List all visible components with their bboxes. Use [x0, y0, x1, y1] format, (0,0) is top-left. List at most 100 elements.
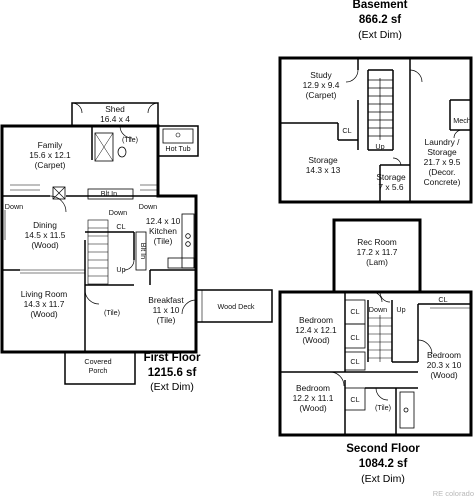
living-name: Living Room: [21, 289, 68, 299]
storage-main-dims: 14.3 x 13: [306, 165, 341, 175]
built-in-vertical: [135, 231, 147, 271]
wood-deck-label: Wood Deck: [217, 302, 254, 311]
second-floor-stair: [368, 315, 392, 362]
storage-small-name: Storage: [376, 172, 406, 182]
first-floor-title: First Floor: [144, 352, 201, 364]
breakfast-name: Breakfast: [148, 295, 184, 305]
basement-dim-note: (Ext Dim): [358, 29, 402, 41]
first-floor-stair-down-right: [140, 184, 158, 191]
family-dims: 15.6 x 12.1: [29, 150, 71, 160]
second-floor-closet-2: CL: [350, 333, 359, 342]
basement-inner-walls: [280, 58, 471, 202]
second-floor-closet-3: CL: [350, 357, 359, 366]
shower-icon: [94, 132, 114, 162]
second-floor-closets: [344, 299, 366, 411]
bath-tile: (Tile): [375, 403, 391, 412]
rec-room-dims: 17.2 x 11.7: [357, 247, 398, 257]
second-floor-dim-note: (Ext Dim): [361, 473, 405, 485]
bedroom-1-name: Bedroom: [299, 315, 333, 325]
shed-name: Shed: [105, 104, 125, 114]
basement-closet: CL: [342, 126, 351, 135]
basement-outer-wall: [278, 56, 473, 204]
mech-room: Mech: [453, 116, 471, 125]
bedroom-2-name: Bedroom: [427, 350, 461, 360]
first-floor-outer-wall: [0, 124, 198, 354]
second-floor-title: Second Floor: [346, 443, 420, 455]
stair-up: Up: [116, 265, 125, 274]
first-floor-door-swings: [49, 125, 197, 315]
stair-down-right: Down: [139, 202, 157, 211]
first-floor-closet: CL: [116, 222, 125, 231]
basement-stair-up: Up: [375, 142, 384, 151]
covered-porch-outline: [64, 351, 136, 385]
second-floor-closet-4: CL: [350, 395, 359, 404]
laundry-finish-2: Concrete): [424, 177, 461, 187]
hot-tub-icon: [162, 128, 194, 144]
bedroom-3-name: Bedroom: [296, 383, 330, 393]
first-floor-dim-note: (Ext Dim): [150, 381, 194, 393]
first-floor-plan: Shed 16.4 x 4 Hot Tub: [0, 102, 273, 393]
family-tile: (Tile): [122, 135, 138, 144]
study-dims: 12.9 x 9.4: [303, 80, 340, 90]
bedroom-3-dims: 12.2 x 11.1: [293, 393, 334, 403]
second-floor-plan: Rec Room 17.2 x 11.7 (Lam) Down Up CL CL…: [278, 218, 473, 485]
laundry-finish-1: (Decor.: [429, 167, 456, 177]
stair-down-mid: Down: [109, 208, 127, 217]
hall-tile: (Tile): [104, 308, 120, 317]
storage-small-dims: 7 x 5.6: [378, 182, 403, 192]
bedroom-1-finish: (Wood): [302, 335, 330, 345]
living-finish: (Wood): [30, 309, 58, 319]
first-floor-area: 1215.6 sf: [148, 367, 197, 379]
basement-area: 866.2 sf: [359, 14, 401, 26]
bedroom-3-finish: (Wood): [299, 403, 327, 413]
stair-down-left: Down: [5, 202, 23, 211]
bedroom-2-finish: (Wood): [430, 370, 458, 380]
rec-room-name: Rec Room: [357, 237, 397, 247]
porch-name-2: Porch: [89, 366, 108, 375]
living-dims: 14.3 x 11.7: [24, 299, 65, 309]
study-name: Study: [310, 70, 332, 80]
built-in-label: Blt In: [101, 189, 117, 198]
second-floor-closet-1: CL: [350, 307, 359, 316]
storage-main-name: Storage: [308, 155, 338, 165]
bath-fixtures: [399, 391, 415, 429]
toilet-icon: [117, 146, 127, 158]
kitchen-finish: (Tile): [154, 236, 173, 246]
family-finish: (Carpet): [35, 160, 66, 170]
breakfast-finish: (Tile): [157, 315, 176, 325]
second-floor-door-swings: [329, 291, 433, 401]
basement-stair: [368, 78, 393, 140]
second-floor-area: 1084.2 sf: [359, 458, 408, 470]
laundry-name-2: Storage: [427, 147, 457, 157]
kitchen-dims: 12.4 x 10: [146, 216, 181, 226]
breakfast-dims: 11 x 10: [153, 305, 180, 315]
bedroom-2-dims: 20.3 x 10: [427, 360, 462, 370]
first-floor-stair-down-left: [10, 184, 40, 191]
first-floor-central-stair: [87, 219, 109, 285]
dining-dims: 14.5 x 11.5: [25, 230, 66, 240]
family-name: Family: [38, 140, 63, 150]
second-floor-closet-top: CL: [438, 295, 447, 304]
shed-dims: 16.4 x 4: [100, 114, 130, 124]
hot-tub-drain-icon: [175, 132, 181, 138]
second-floor-outer-wall: [278, 290, 473, 437]
kitchen-name: Kitchen: [149, 226, 177, 236]
bedroom-1-dims: 12.4 x 12.1: [295, 325, 337, 335]
dining-finish: (Wood): [31, 240, 59, 250]
laundry-name-1: Laundry /: [425, 137, 461, 147]
kitchen-counters: [167, 213, 195, 269]
right-closet-lines: [430, 303, 471, 309]
built-in-vertical-label: Blt In: [139, 243, 148, 259]
first-floor-inner-walls: [2, 126, 196, 352]
rec-room-finish: (Lam): [366, 257, 388, 267]
basement-door-swings: [345, 69, 463, 166]
second-floor-stair-down: Down: [369, 305, 387, 314]
wood-deck-outline: [196, 289, 273, 323]
hot-tub-label: Hot Tub: [165, 144, 190, 153]
porch-name-1: Covered: [84, 357, 111, 366]
dining-name: Dining: [33, 220, 57, 230]
watermark: RE colorado: [433, 489, 474, 498]
laundry-dims: 21.7 x 9.5: [424, 157, 461, 167]
basement-title: Basement: [353, 0, 408, 11]
